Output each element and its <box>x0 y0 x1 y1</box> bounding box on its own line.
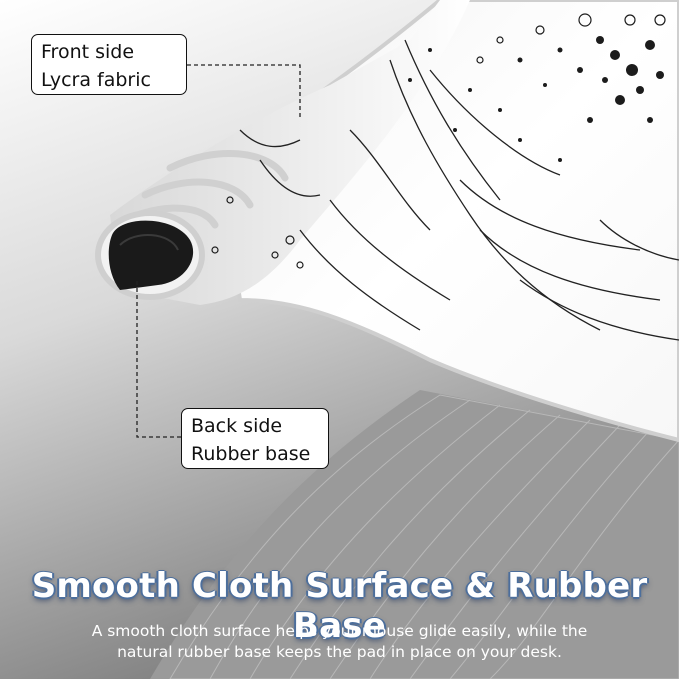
description-line-1: A smooth cloth surface helps your mouse … <box>91 622 588 640</box>
headline: Smooth Cloth Surface & Rubber Base <box>31 566 648 646</box>
description-line-2: natural rubber base keeps the pad in pla… <box>117 643 562 661</box>
foam-dots <box>408 36 664 162</box>
front-side-callout: Front side Lycra fabric <box>31 34 187 95</box>
foam-rings <box>211 13 666 269</box>
back-side-label: Back side <box>191 415 283 437</box>
flat-pad-layers <box>150 390 679 680</box>
description: A smooth cloth surface helps your mouse … <box>0 621 679 663</box>
wave-line-art <box>239 39 679 341</box>
back-material-label: Rubber base <box>191 443 311 465</box>
front-side-label: Front side <box>41 41 135 63</box>
roll-body <box>110 0 470 305</box>
roll-end <box>95 210 205 300</box>
back-side-callout: Back side Rubber base <box>181 408 329 469</box>
callout-leader-lines <box>136 64 301 438</box>
front-material-label: Lycra fabric <box>41 69 151 91</box>
